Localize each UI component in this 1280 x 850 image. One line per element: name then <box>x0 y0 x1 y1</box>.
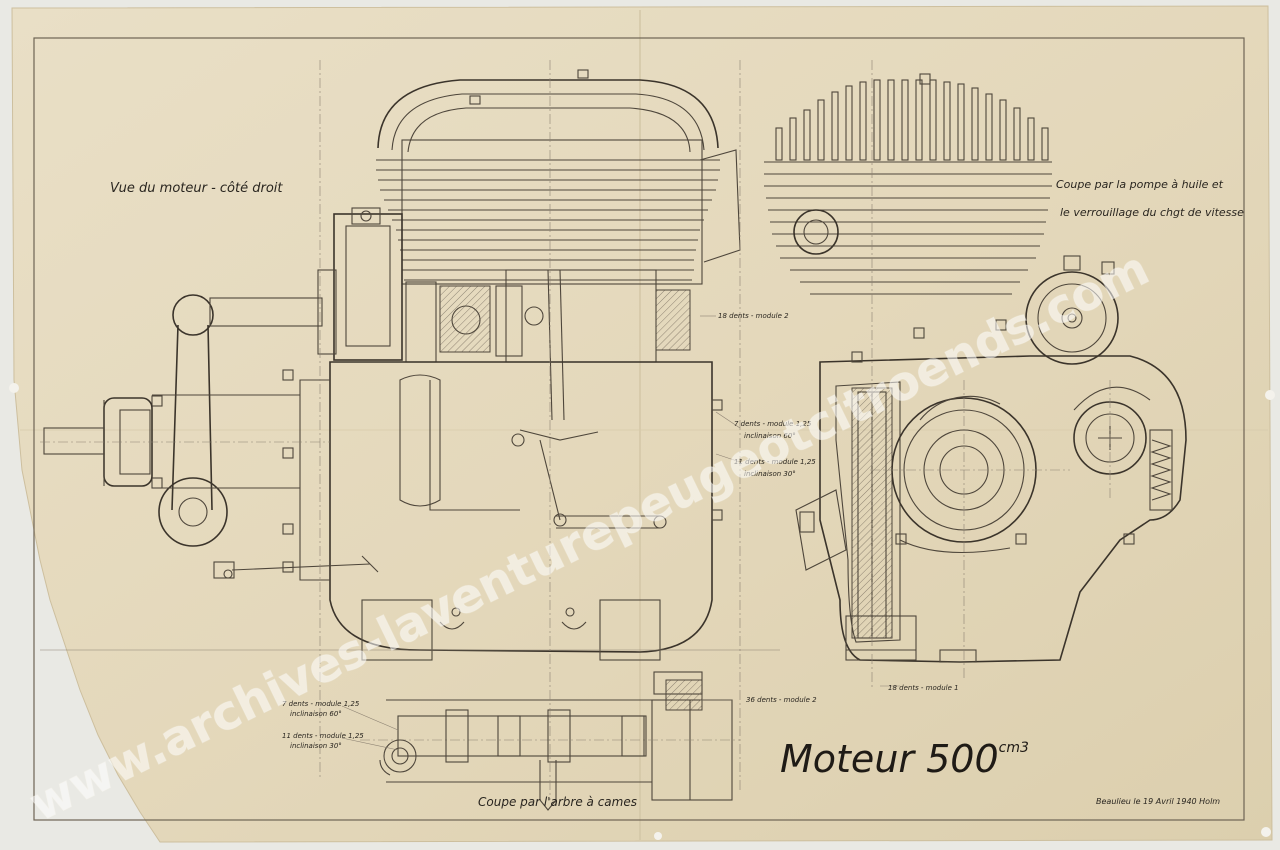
annotation-gear-18-module-2: 18 dents - module 2 <box>718 312 789 320</box>
head-vertical-fins <box>775 79 1049 161</box>
annotation-gear-7: 7 dents - module 1,25 <box>734 420 812 428</box>
pin-hole <box>1261 827 1271 837</box>
engine-side-view <box>40 69 741 801</box>
paper-sheet <box>11 5 1273 843</box>
annotation-gear-18-module-1: 18 dents - module 1 <box>888 684 959 692</box>
annotation-gear-11: 11 dents - module 1,25 <box>734 458 816 466</box>
pin-hole <box>9 383 19 393</box>
engine-section-view <box>764 60 1187 690</box>
annotation-cam-11-incl: inclinaison 30° <box>290 742 342 750</box>
label-view-right: Vue du moteur - côté droit <box>110 181 283 196</box>
cylinder-fins-section <box>764 161 1052 295</box>
leader-lines <box>40 60 900 800</box>
sheet-border <box>33 37 1245 821</box>
cylinder-fins <box>376 159 720 281</box>
annotation-cam-7: 7 dents - module 1,25 <box>282 700 360 708</box>
pin-hole <box>1265 390 1275 400</box>
annotation-cam-7-incl: inclinaison 60° <box>290 710 342 718</box>
drawing-title-unit: cm3 <box>999 740 1029 756</box>
drawing-title-main: Moteur 500 <box>780 737 999 781</box>
label-section-oil-pump-2: le verrouillage du chgt de vitesse <box>1060 206 1244 219</box>
annotation-gear-7-incl: inclinaison 60° <box>744 432 796 440</box>
label-section-camshaft: Coupe par l'arbre à cames <box>478 795 637 809</box>
signature: Beaulieu le 19 Avril 1940 Holm <box>1096 797 1220 806</box>
annotation-gear-11-incl: inclinaison 30° <box>744 470 796 478</box>
camshaft-section <box>360 699 740 811</box>
annotation-cam-11: 11 dents - module 1,25 <box>282 732 364 740</box>
annotation-gear-36: 36 dents - module 2 <box>746 696 817 704</box>
drawing-title: Moteur 500cm3 <box>780 737 1029 781</box>
pin-hole <box>654 832 662 840</box>
label-section-oil-pump-1: Coupe par la pompe à huile et <box>1056 178 1224 191</box>
